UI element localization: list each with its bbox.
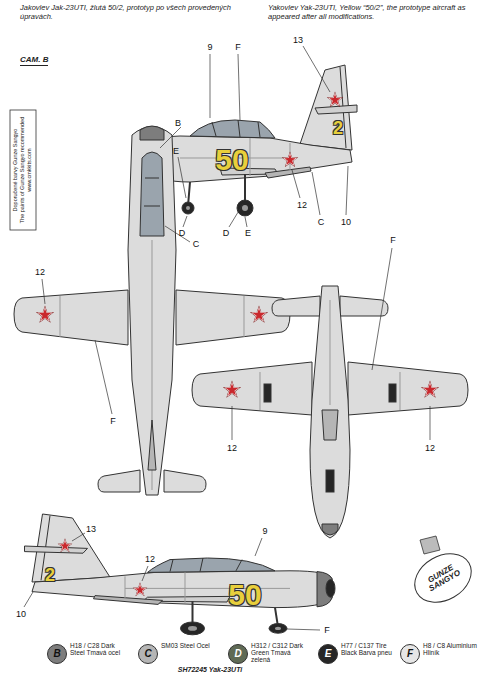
callout-number: 12 (297, 201, 307, 210)
legend-text: H18 / C28 Dark Steel Tmavá ocel (70, 642, 128, 656)
side-note: www.cmkkits.com (27, 148, 33, 191)
aircraft-number: 2 (45, 566, 55, 584)
callout-number: 13 (86, 525, 96, 534)
callout-number: 10 (341, 218, 351, 227)
aircraft-number: 50 (215, 145, 248, 175)
callout-letter: F (390, 236, 396, 245)
swatch-letter: C (144, 649, 151, 659)
legend-text: H77 / C137 Tire Black Barva pneu (341, 642, 399, 656)
swatch-letter: F (407, 649, 413, 659)
callout-letter: F (235, 43, 241, 52)
callout-letter: F (324, 626, 330, 635)
callout-letter: F (110, 417, 116, 426)
callout-letter: B (175, 119, 181, 128)
callout-number: 12 (227, 444, 237, 453)
callout-number: 12 (35, 268, 45, 277)
aircraft-number: 50 (228, 580, 261, 610)
kit-code: SH72245 Yak-23UTi (178, 666, 242, 673)
callout-number: 9 (262, 527, 267, 536)
callout-number: 12 (425, 444, 435, 453)
callout-number: 10 (16, 610, 26, 619)
callout-number: 13 (293, 36, 303, 45)
callout-letter: E (245, 229, 251, 238)
legend-text: SM03 Steel Ocel (161, 642, 219, 649)
legend-text: H312 / C312 Dark Green Tmavá zelená (251, 642, 309, 663)
callout-letter: 9 (207, 43, 212, 52)
side-note: Doporučené barvy Gunze Sangyo (13, 129, 19, 212)
legend-text: H8 / C8 Aluminium Hliník (423, 642, 480, 656)
callout-letter: D (179, 229, 186, 238)
callout-letter: E (173, 147, 179, 156)
callout-letter: C (318, 218, 325, 227)
swatch-letter: D (234, 649, 241, 659)
swatch-letter: E (325, 649, 332, 659)
title-czech: Jakovlev Jak-23UTI, žlutá 50/2, prototyp… (20, 3, 235, 21)
swatch-letter: B (53, 649, 60, 659)
callout-number: 12 (145, 555, 155, 564)
callout-letter: C (193, 240, 200, 249)
callout-letter: D (223, 229, 230, 238)
scheme-id: CAM. B (20, 56, 48, 66)
aircraft-number: 2 (333, 119, 343, 137)
side-note: The paints of Gunze Sangyo recommended (20, 117, 26, 223)
title-english: Yakovlev Yak-23UTI, Yellow “50/2”, the p… (268, 3, 473, 21)
